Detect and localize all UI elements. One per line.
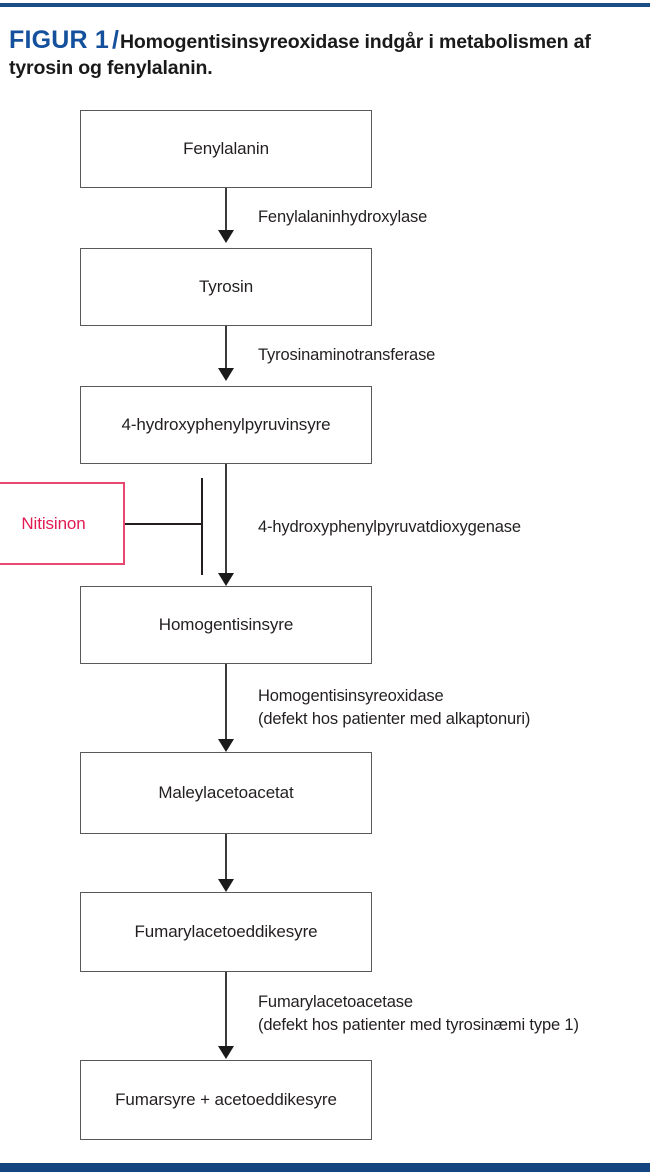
- inhibition-tbar-nitisinon: [201, 478, 204, 575]
- edge-label-line1: 4-hydroxyphenylpyruvatdioxygenase: [258, 518, 521, 536]
- node-nitisinon: Nitisinon: [0, 482, 125, 565]
- edge-label-line1: Fumarylacetoacetase: [258, 993, 413, 1011]
- edge-arrowhead-fenylalanin-tyrosin: [218, 230, 234, 243]
- node-label: Fumarsyre + acetoeddikesyre: [115, 1090, 337, 1109]
- edge-line-homogentisinsyre-maleylacetoacetat: [225, 664, 227, 742]
- edge-label-fumarylacetoacetase: Fumarylacetoacetase (defekt hos patiente…: [258, 991, 579, 1037]
- bottom-rule: [0, 1163, 650, 1172]
- node-fumarylacetoeddikesyre: Fumarylacetoeddikesyre: [80, 892, 372, 972]
- edge-label-tyrosinaminotransferase: Tyrosinaminotransferase: [258, 344, 435, 367]
- edge-label-fenylalaninhydroxylase: Fenylalaninhydroxylase: [258, 206, 427, 229]
- edge-label-4-hydroxyphenylpyruvatdioxygenase: 4-hydroxyphenylpyruvatdioxygenase: [258, 516, 521, 539]
- edge-arrowhead-tyrosin-hpp: [218, 368, 234, 381]
- node-fenylalanin: Fenylalanin: [80, 110, 372, 188]
- figure-caption: FIGUR 1/Homogentisinsyreoxidase indgår i…: [9, 24, 643, 81]
- node-4-hydroxyphenylpyruvinsyre: 4-hydroxyphenylpyruvinsyre: [80, 386, 372, 464]
- node-label: Maleylacetoacetat: [158, 783, 294, 802]
- edge-line-fenylalanin-tyrosin: [225, 188, 227, 232]
- edge-line-hpp-homogentisinsyre: [225, 464, 227, 577]
- edge-label-line1: Tyrosinaminotransferase: [258, 346, 436, 364]
- figure-number: FIGUR 1: [9, 26, 110, 54]
- edge-line-maleylacetoacetat-fae: [225, 834, 227, 882]
- edge-label-line1: Fenylalaninhydroxylase: [258, 208, 428, 226]
- node-label: Fumarylacetoeddikesyre: [134, 922, 318, 941]
- inhibition-line-nitisinon: [125, 523, 203, 526]
- figure-separator: /: [112, 26, 119, 54]
- edge-label-line2: (defekt hos patienter med tyrosinæmi typ…: [258, 1015, 579, 1034]
- figure-caption-text: Homogentisinsyreoxidase indgår i metabol…: [9, 31, 591, 79]
- edge-arrowhead-hpp-homogentisinsyre: [218, 573, 234, 586]
- edge-arrowhead-fae-fumarsyre: [218, 1046, 234, 1059]
- edge-arrowhead-maleylacetoacetat-fae: [218, 879, 234, 892]
- edge-line-tyrosin-hpp: [225, 326, 227, 370]
- node-label: Fenylalanin: [183, 139, 269, 158]
- node-homogentisinsyre: Homogentisinsyre: [80, 586, 372, 664]
- node-tyrosin: Tyrosin: [80, 248, 372, 326]
- edge-line-fae-fumarsyre: [225, 972, 227, 1050]
- node-fumarsyre-acetoeddikesyre: Fumarsyre + acetoeddikesyre: [80, 1060, 372, 1140]
- edge-label-homogentisinsyreoxidase: Homogentisinsyreoxidase (defekt hos pati…: [258, 685, 530, 731]
- top-rule: [0, 3, 650, 7]
- node-label: 4-hydroxyphenylpyruvinsyre: [121, 415, 331, 434]
- node-label: Homogentisinsyre: [158, 615, 294, 634]
- node-label: Tyrosin: [198, 277, 254, 296]
- edge-label-line1: Homogentisinsyreoxidase: [258, 687, 444, 705]
- node-label: Nitisinon: [21, 513, 86, 533]
- edge-label-line2: (defekt hos patienter med alkaptonuri): [258, 709, 531, 728]
- node-maleylacetoacetat: Maleylacetoacetat: [80, 752, 372, 834]
- edge-arrowhead-homogentisinsyre-maleylacetoacetat: [218, 739, 234, 752]
